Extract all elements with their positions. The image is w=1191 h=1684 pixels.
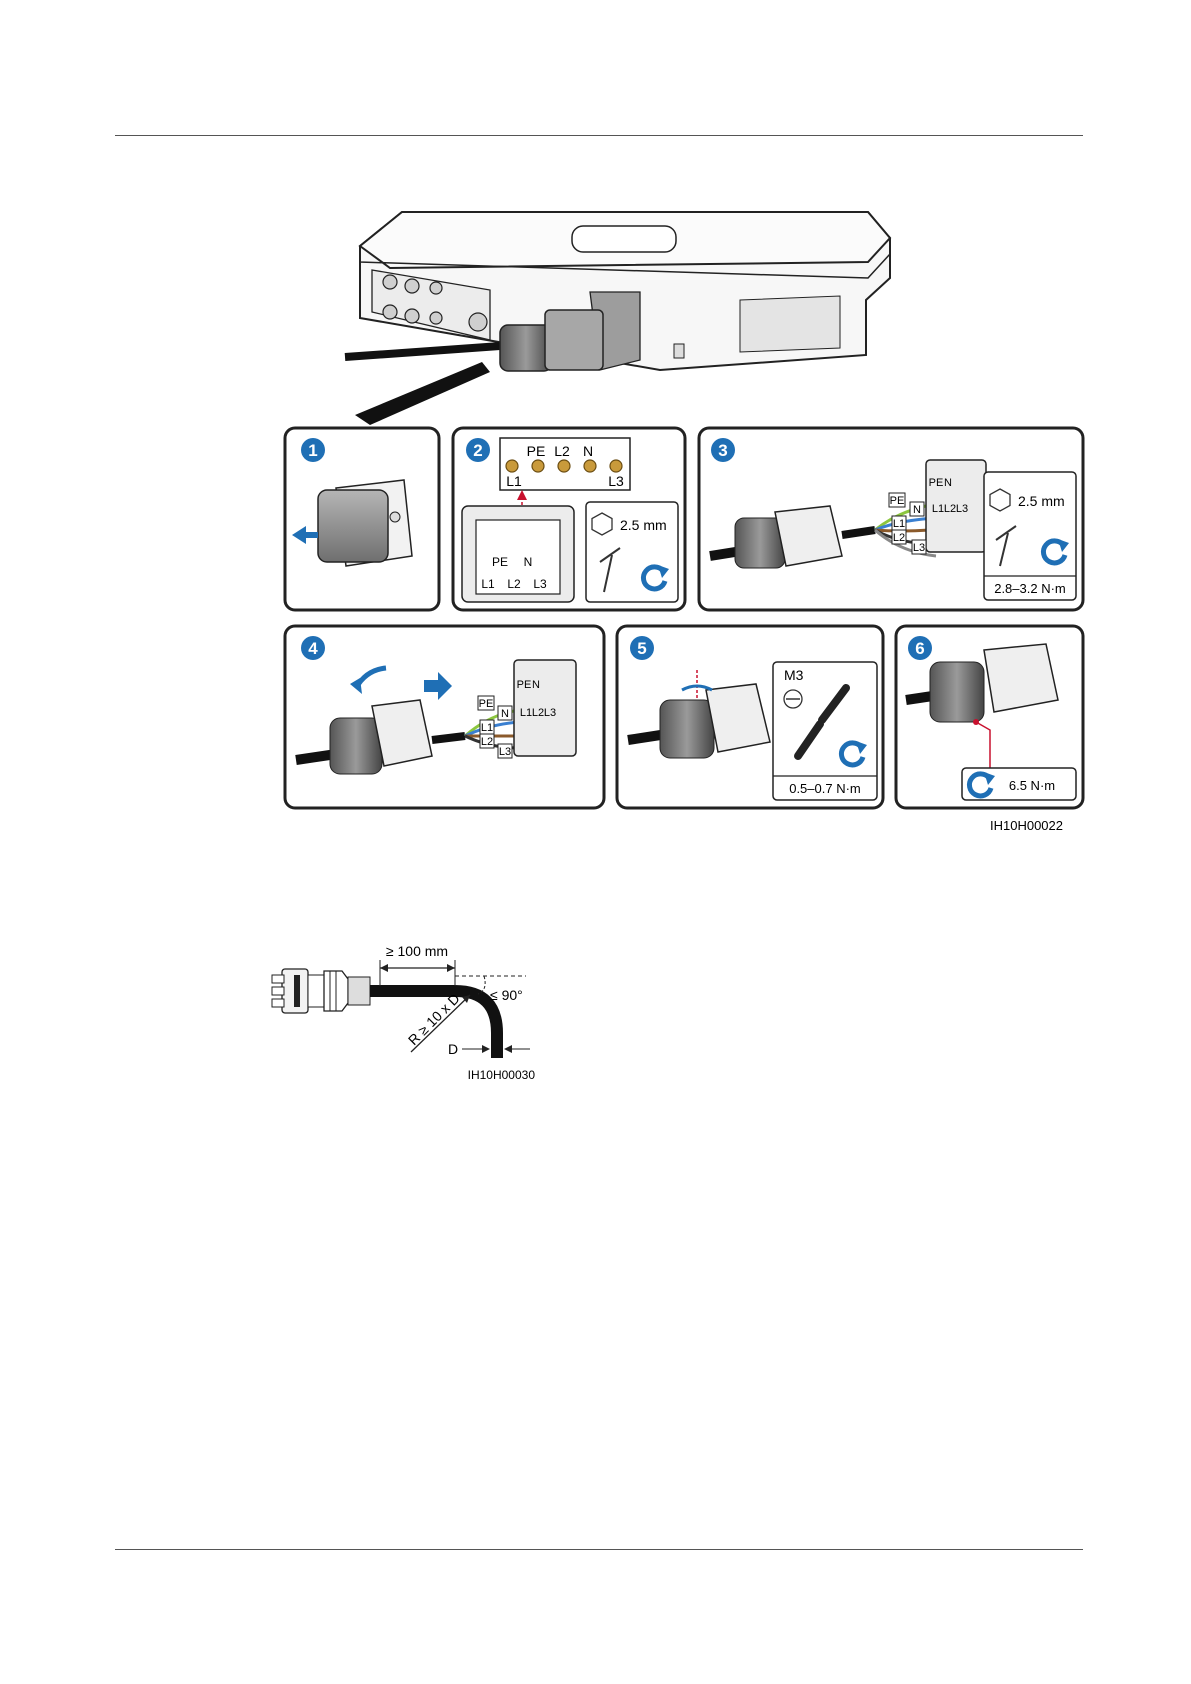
panel-4: 4 PE N L1 L2 L3 PE N L1 L2 L3: [285, 626, 604, 808]
diameter-label: D: [448, 1041, 458, 1057]
torque-label-step6: 6.5 N·m: [1009, 778, 1055, 793]
svg-text:L2: L2: [481, 736, 493, 748]
svg-text:PE: PE: [890, 495, 905, 507]
svg-text:L3: L3: [956, 503, 968, 515]
svg-text:N: N: [524, 555, 533, 569]
svg-text:PE: PE: [527, 443, 546, 459]
svg-text:L2: L2: [532, 707, 544, 719]
svg-text:L1: L1: [520, 707, 532, 719]
svg-text:L1: L1: [932, 503, 944, 515]
svg-text:L3: L3: [499, 746, 511, 758]
svg-text:PE: PE: [492, 555, 508, 569]
svg-text:PE: PE: [479, 698, 494, 710]
straight-length-label: ≥ 100 mm: [386, 943, 448, 959]
connector-cover: [318, 490, 388, 562]
torque-label-step5: 0.5–0.7 N·m: [789, 781, 861, 796]
svg-text:L3: L3: [913, 542, 925, 554]
svg-text:L3: L3: [533, 577, 547, 591]
svg-text:2.5 mm: 2.5 mm: [1018, 493, 1065, 509]
angle-label: ≤ 90°: [490, 987, 523, 1003]
svg-text:3: 3: [718, 441, 727, 460]
svg-text:N: N: [532, 679, 540, 691]
panel-6: 6 6.5 N·m: [896, 626, 1083, 808]
radius-label: R ≥ 10 x D: [405, 990, 463, 1048]
step-1-number: 1: [308, 441, 317, 460]
svg-text:L2: L2: [944, 503, 956, 515]
panel-3: 3 PE N L1 L2 L3 PE N L1 L2 L3 2.5 mm 2.8…: [699, 428, 1083, 610]
svg-text:N: N: [583, 443, 593, 459]
hex-size-label: 2.5 mm: [620, 517, 667, 533]
panel-5: 5 M3 0.5–0.7 N·m: [617, 626, 883, 808]
svg-text:L3: L3: [608, 473, 624, 489]
svg-text:PE: PE: [929, 477, 944, 489]
torque-label-step3: 2.8–3.2 N·m: [994, 581, 1066, 596]
svg-text:2: 2: [473, 441, 482, 460]
svg-text:6: 6: [915, 639, 924, 658]
svg-text:L3: L3: [544, 707, 556, 719]
inverter-illustration: [345, 212, 890, 425]
cable-bend-figure: ≥ 100 mm ≤ 90° R ≥ 10 x D D IH10H00030: [272, 943, 535, 1082]
figure1-id: IH10H00022: [990, 818, 1063, 833]
svg-text:N: N: [913, 504, 921, 516]
svg-text:4: 4: [308, 639, 318, 658]
svg-text:L1: L1: [481, 577, 495, 591]
svg-text:5: 5: [637, 639, 646, 658]
figure2-id: IH10H00030: [468, 1068, 536, 1082]
svg-text:L1: L1: [893, 518, 905, 530]
svg-text:PE: PE: [517, 679, 532, 691]
svg-text:L2: L2: [554, 443, 570, 459]
panel-1: 1: [285, 428, 439, 610]
svg-text:L1: L1: [506, 473, 522, 489]
svg-text:L1: L1: [481, 722, 493, 734]
screw-size-label: M3: [784, 667, 804, 683]
svg-text:N: N: [944, 477, 952, 489]
svg-text:L2: L2: [893, 532, 905, 544]
svg-text:L2: L2: [507, 577, 521, 591]
svg-text:N: N: [501, 708, 509, 720]
panel-2: 2 PE L2 N L1 L3 PE N L1 L2 L3 2.5 mm: [453, 428, 685, 610]
